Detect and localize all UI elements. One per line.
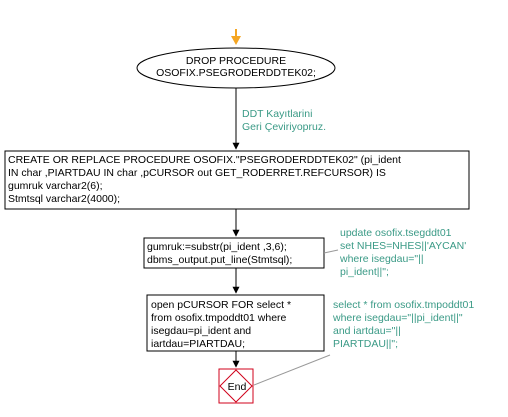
cursor-box-line: isegdau=pi_ident and bbox=[151, 325, 251, 337]
open-cursor-box[interactable]: open pCURSOR FOR select * from osofix.tm… bbox=[146, 294, 325, 352]
assign-box-line: dbms_output.put_line(Stmtsql); bbox=[147, 254, 292, 266]
create-box-line: Stmtsql varchar2(4000); bbox=[8, 193, 120, 205]
comment-line: set NHES=NHES||'AYCAN' bbox=[340, 240, 466, 252]
assign-box[interactable]: gumruk:=substr(pi_ident ,3,6); dbms_outp… bbox=[143, 237, 325, 269]
start-node[interactable]: DROP PROCEDURE OSOFIX.PSEGRODERDDTEK02; bbox=[136, 47, 336, 89]
create-procedure-box[interactable]: CREATE OR REPLACE PROCEDURE OSOFIX."PSEG… bbox=[4, 150, 470, 210]
create-box-line: IN char ,PIARTDAU IN char ,pCURSOR out G… bbox=[8, 167, 386, 179]
comment-line: DDT Kayıtlarini bbox=[242, 108, 312, 120]
comment-line: where isegdau="|| bbox=[339, 253, 424, 265]
comment-line: select * from osofix.tmpoddt01 bbox=[333, 299, 474, 311]
start-node-line: OSOFIX.PSEGRODERDDTEK02; bbox=[156, 67, 316, 79]
comment-line: PIARTDAU||"; bbox=[333, 338, 398, 350]
create-box-line: gumruk varchar2(6); bbox=[8, 180, 103, 192]
comment-connector bbox=[253, 354, 331, 386]
start-node-line: DROP PROCEDURE bbox=[186, 55, 286, 67]
cursor-box-line: open pCURSOR FOR select * bbox=[151, 299, 291, 311]
cursor-box-line: from osofix.tmpoddt01 where bbox=[151, 312, 287, 324]
comment-connector bbox=[323, 249, 339, 254]
end-node-label: End bbox=[228, 381, 247, 393]
comment-drop-note: DDT Kayıtlarini Geri Çeviriyopruz. bbox=[242, 108, 326, 133]
end-node[interactable]: End bbox=[218, 368, 254, 404]
comment-update-note: update osofix.tsegddt01 set NHES=NHES||'… bbox=[339, 227, 466, 278]
comment-line: where isegdau="||pi_ident||" bbox=[332, 312, 463, 324]
comment-select-note: select * from osofix.tmpoddt01 where ise… bbox=[332, 299, 474, 350]
comment-line: update osofix.tsegddt01 bbox=[340, 227, 452, 239]
comment-line: Geri Çeviriyopruz. bbox=[242, 121, 326, 133]
cursor-box-line: iartdau=PIARTDAU; bbox=[151, 338, 245, 350]
start-marker-icon bbox=[231, 29, 241, 45]
comment-line: pi_ident||"; bbox=[340, 266, 389, 278]
comment-line: and iartdau="|| bbox=[333, 325, 401, 337]
assign-box-line: gumruk:=substr(pi_ident ,3,6); bbox=[147, 241, 287, 253]
create-box-line: CREATE OR REPLACE PROCEDURE OSOFIX."PSEG… bbox=[8, 154, 401, 166]
